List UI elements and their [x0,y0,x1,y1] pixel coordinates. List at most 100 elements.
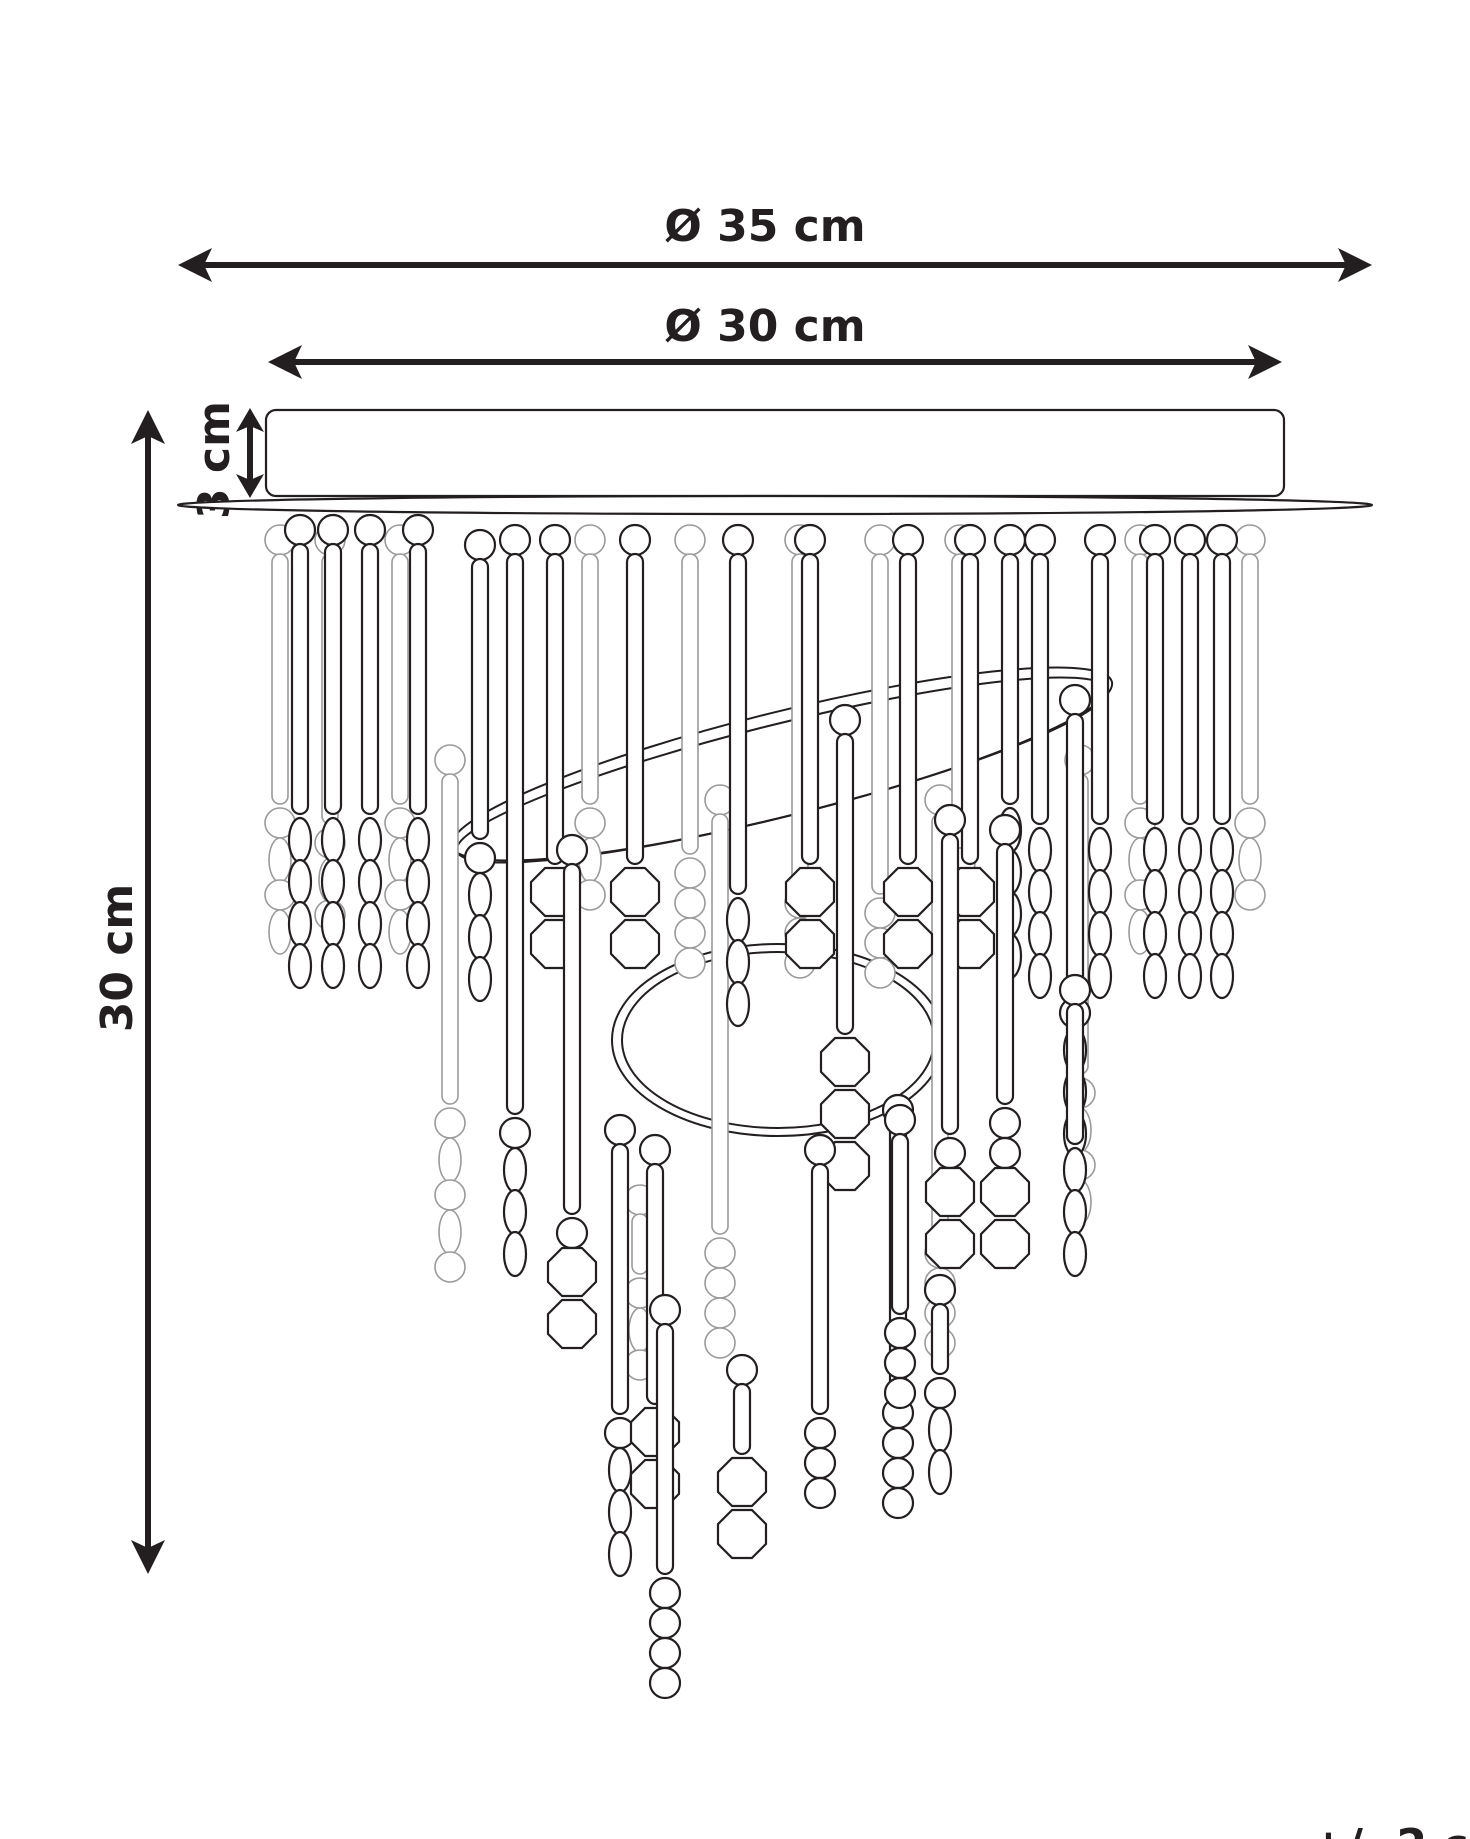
round-bead [923,1376,957,1410]
strand-hook-bead [638,1133,672,1167]
round-bead [1234,879,1266,911]
canopy-rim [176,494,1374,516]
octagon-crystal [882,918,934,970]
crystal-rod [655,1322,675,1576]
round-bead [881,1456,915,1490]
teardrop-crystal [1027,868,1053,916]
strand-hook-bead [316,513,350,547]
octagon-crystal [784,866,836,918]
teardrop-crystal [287,816,313,864]
crystal-rod [631,1213,649,1275]
crystal-strand [674,524,706,979]
crystal-strand [803,1133,837,1510]
crystal-rod [681,553,699,855]
teardrop-crystal [607,1488,633,1536]
teardrop-crystal [320,858,346,906]
strand-hook-bead [498,523,532,557]
teardrop-crystal [467,955,493,1003]
teardrop-crystal [1142,952,1168,1000]
crystal-strand [923,1273,957,1496]
crystal-rod [1241,553,1259,805]
round-bead [555,1216,589,1250]
teardrop-crystal [320,900,346,948]
teardrop-crystal [405,816,431,864]
octagon-crystal [546,1246,598,1298]
ceiling-canopy [176,408,1374,516]
teardrop-crystal [502,1188,528,1236]
teardrop-crystal [607,1530,633,1578]
round-bead [648,1606,682,1640]
teardrop-crystal [1177,868,1203,916]
crystal-strand [716,1353,768,1560]
round-bead [704,1267,736,1299]
crystal-rod [800,552,820,866]
crystal-rod [271,553,289,805]
round-bead [704,1297,736,1329]
round-bead [803,1416,837,1450]
crystal-rod [441,773,459,1105]
inner-diameter-label: Ø 30 cm [664,301,865,352]
crystal-strand [721,523,755,1028]
teardrop-crystal [268,909,292,955]
round-bead [434,1251,466,1283]
strand-hook-bead [1173,523,1207,557]
teardrop-crystal [1142,868,1168,916]
strand-hook-bead [1023,523,1057,557]
teardrop-crystal [405,900,431,948]
octagon-crystal [716,1456,768,1508]
strand-hook-bead [434,744,466,776]
teardrop-crystal [1027,826,1053,874]
teardrop-crystal [405,858,431,906]
teardrop-crystal [607,1446,633,1494]
strand-hook-bead [353,513,387,547]
crystal-rod [625,552,645,866]
teardrop-crystal [1142,826,1168,874]
crystal-rod [1131,553,1149,805]
round-bead [803,1476,837,1510]
teardrop-crystal [1062,1146,1088,1194]
round-bead [988,1106,1022,1140]
teardrop-crystal [1142,910,1168,958]
crystal-strand [1205,523,1239,1000]
crystal-strand [498,523,532,1278]
teardrop-crystal [1087,952,1113,1000]
strand-hook-bead [1083,523,1117,557]
strand-hook-bead [1058,683,1092,717]
crystal-strand [1058,973,1092,1278]
crystal-strand [704,784,736,1359]
round-bead [674,887,706,919]
strand-hook-bead [674,524,706,556]
spiral-ring-upper [450,666,1114,862]
round-bead [463,841,497,875]
strand-hook-bead [721,523,755,557]
crystal-rod [360,542,380,816]
round-bead [883,1316,917,1350]
strand-hook-bead [463,528,497,562]
teardrop-crystal [1177,826,1203,874]
teardrop-crystal [725,980,751,1028]
strand-hook-bead [283,513,317,547]
crystal-rod [960,552,980,866]
octagon-crystal [924,1166,976,1218]
crystal-strand [819,703,871,1192]
crystal-strand [353,513,387,990]
strand-hook-bead [891,523,925,557]
crystal-strand [384,524,416,955]
crystal-rod [610,1142,630,1416]
crystal-rod [391,553,409,805]
crystal-rod [470,557,490,841]
strand-hook-bead [725,1353,759,1387]
total-height-arrow-top [131,410,165,444]
crystal-strand [603,1113,637,1578]
teardrop-crystal [438,1209,462,1255]
crystal-rod [871,553,889,895]
octagon-crystal [784,918,836,970]
round-bead [674,947,706,979]
teardrop-crystal [1209,952,1235,1000]
crystal-strand [264,524,296,955]
teardrop-crystal [1177,952,1203,1000]
crystal-rod [995,842,1015,1106]
crystal-rod [1065,1002,1085,1146]
round-bead [648,1576,682,1610]
teardrop-crystal [1062,1230,1088,1278]
